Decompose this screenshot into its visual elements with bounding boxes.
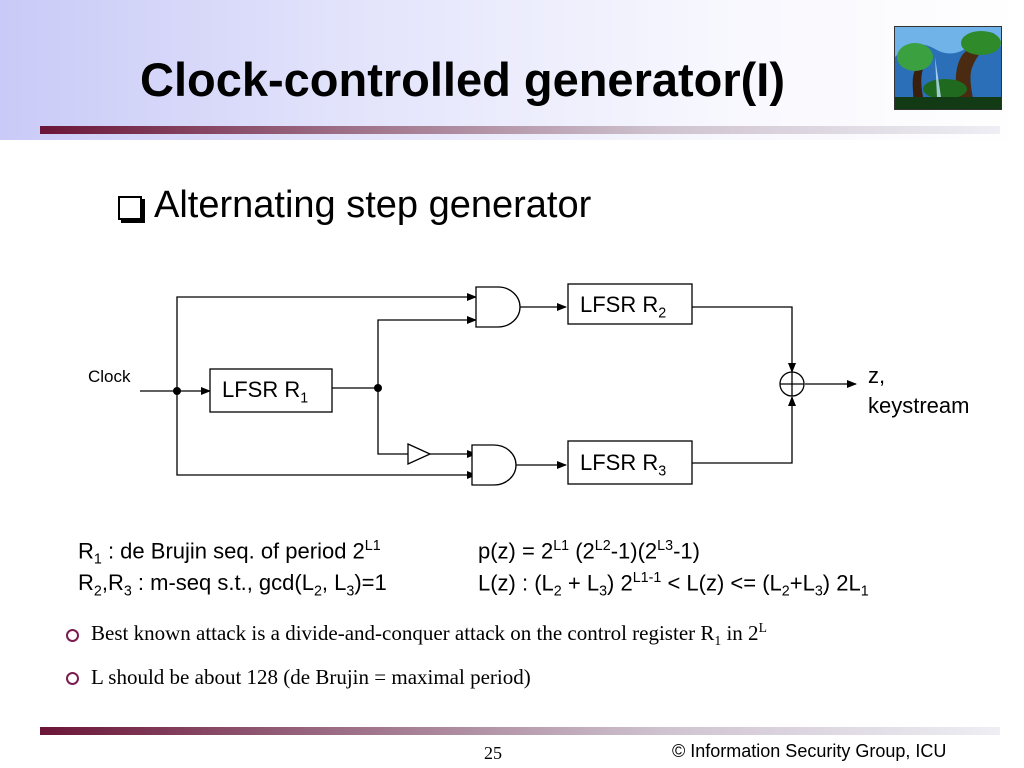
f-l1-bsup: L1: [364, 538, 381, 554]
f-l1-asub: 1: [93, 551, 102, 568]
formula-linear-complexity: L(z) : (L2 + L3) 2L1-1 < L(z) <= (L2+L3)…: [478, 570, 869, 600]
f-r1-a: p(z) = 2: [478, 538, 554, 564]
forest-picture-art: [895, 27, 1001, 109]
lfsr-r3-label-sub: 3: [658, 463, 667, 480]
lfsr-r2-label-sub: 2: [658, 305, 667, 322]
f-l1-b: : de Brujin seq. of period 2: [101, 538, 365, 564]
f-l2-d: , L: [321, 570, 347, 595]
f-r2-csup: L1-1: [632, 570, 662, 586]
main-bullet-text: Alternating step generator: [154, 184, 592, 226]
checkbox-bullet-icon: [118, 195, 142, 220]
f-l2-b: ,R: [101, 570, 124, 595]
output-label-line2: keystream: [868, 393, 970, 418]
f-r2-d: < L(z) <= (L: [661, 570, 782, 596]
output-label-line1: z,: [868, 363, 886, 388]
clock-to-lower-and-wire: [176, 391, 477, 479]
f-r2-c: ) 2: [607, 570, 633, 596]
header-background: [0, 0, 1024, 140]
note-size: L should be about 128 (de Brujin = maxim…: [66, 665, 531, 690]
f-l2-dsub: 3: [346, 583, 355, 600]
f-r1-c: -1)(2: [610, 538, 658, 564]
lfsr-r1-label-sub: 1: [300, 390, 309, 407]
f-r1-csup: L3: [657, 538, 674, 554]
lfsr-r1-box: [209, 368, 333, 413]
formula-period: p(z) = 2L1 (2L2-1)(2L3-1): [478, 538, 700, 564]
lfsr-r2-label-text: LFSR R: [580, 292, 659, 317]
f-r1-d: -1): [673, 538, 700, 564]
formula-r1-period: R1 : de Brujin seq. of period 2L1: [78, 538, 381, 568]
ring-bullet-icon: [66, 629, 79, 643]
note1-bsup: L: [758, 620, 767, 635]
lfsr-r3-label-text: LFSR R: [580, 450, 659, 475]
r1-to-upper-and-wire: [377, 316, 477, 388]
forest-picture: [894, 26, 1002, 110]
r1-junction-dot: [374, 384, 382, 392]
lfsr-r1-label-text: LFSR R: [222, 377, 301, 402]
f-l2-asub: 2: [93, 583, 102, 600]
f-r2-b: + L: [561, 570, 600, 596]
f-r2-fsub: 1: [860, 583, 869, 600]
f-l2-bsub: 3: [123, 583, 132, 600]
note1-asub: 1: [714, 633, 722, 649]
clock-label: Clock: [88, 367, 131, 386]
f-r2-a: L(z) : (L: [478, 570, 554, 596]
footer-copyright: © Information Security Group, ICU: [672, 741, 947, 761]
f-l2-e: )=1: [354, 570, 387, 595]
title-divider: [40, 126, 1000, 134]
f-r2-asub: 2: [553, 583, 562, 600]
lfsr-r2-box: [567, 283, 693, 325]
f-r2-bsub: 3: [599, 583, 608, 600]
f-r1-b: (2: [569, 538, 595, 564]
f-l2-c: : m-seq s.t., gcd(L: [131, 570, 314, 595]
f-r2-e: +L: [789, 570, 815, 596]
slide-title: Clock-controlled generator(I): [140, 53, 786, 106]
r2-to-xor-wire: [692, 306, 796, 373]
page-number: 25: [484, 743, 502, 763]
f-r1-asup: L1: [553, 538, 570, 554]
clock-junction-dot: [173, 387, 181, 395]
ring-bullet-icon: [66, 672, 79, 685]
note1-a: Best known attack is a divide-and-conque…: [91, 621, 715, 645]
upper-and-gate: [475, 286, 521, 328]
lfsr-r3-label: LFSR R3: [580, 450, 666, 479]
lfsr-r3-box: [567, 440, 693, 485]
formula-r2-r3-gcd: R2,R3 : m-seq s.t., gcd(L2, L3)=1: [78, 570, 387, 599]
lfsr-r1-label: LFSR R1: [222, 377, 308, 406]
r1-to-inverter-wire: [377, 388, 408, 455]
note2-text: L should be about 128 (de Brujin = maxim…: [91, 665, 531, 689]
note-attack: Best known attack is a divide-and-conque…: [66, 620, 767, 649]
clock-to-upper-and-wire: [176, 293, 477, 391]
f-r2-dsub: 2: [781, 583, 790, 600]
f-l1-a: R: [78, 538, 94, 564]
note1-b: in 2: [721, 621, 759, 645]
inverter-buffer: [407, 442, 432, 466]
r3-to-xor-wire: [692, 396, 796, 464]
f-r2-f: ) 2L: [822, 570, 861, 596]
lower-and-gate: [471, 444, 517, 486]
f-l2-csub: 2: [313, 583, 322, 600]
lfsr-r2-label: LFSR R2: [580, 292, 666, 321]
footer-divider: [40, 727, 1000, 735]
main-bullet: Alternating step generator: [118, 184, 591, 227]
f-r2-esub: 3: [814, 583, 823, 600]
f-l2-a: R: [78, 570, 94, 595]
f-r1-bsup: L2: [594, 538, 611, 554]
